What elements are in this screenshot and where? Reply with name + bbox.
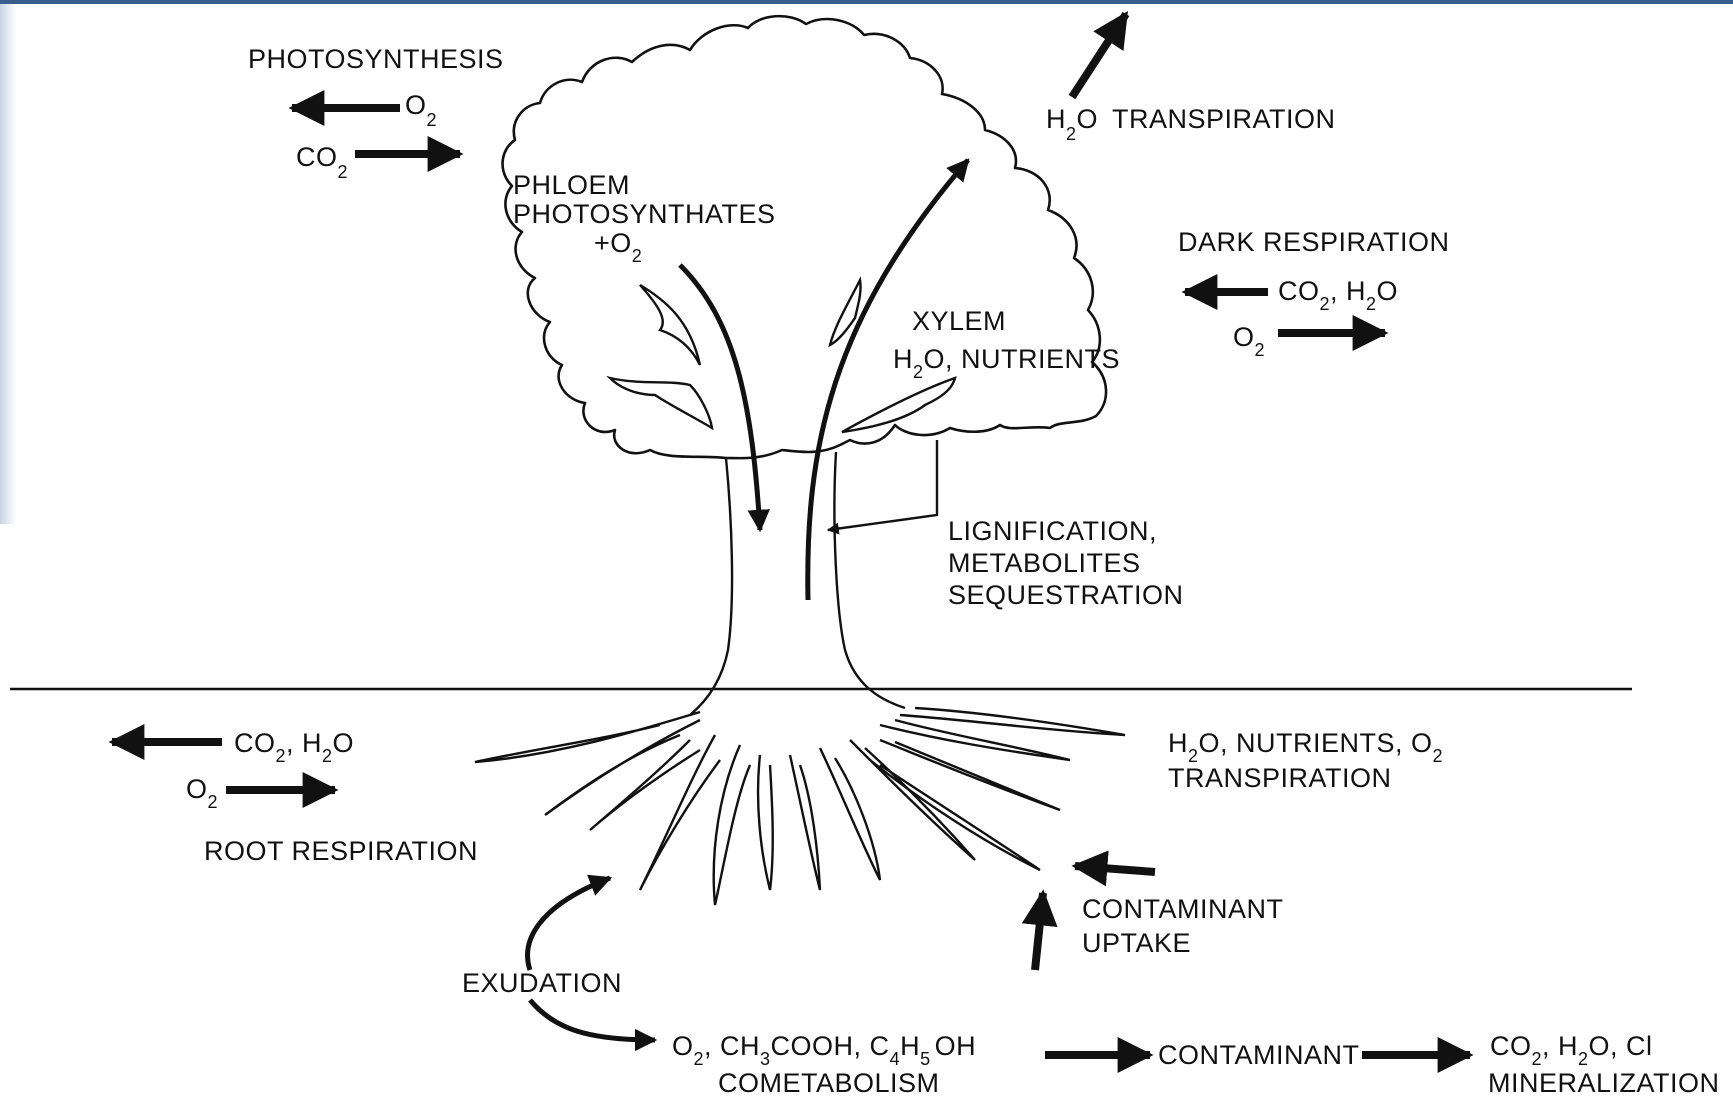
leaf-shape-4 (841, 376, 957, 434)
dark-respiration-out-label: CO2, H2O (1278, 276, 1398, 314)
lignification-line2: METABOLITES (948, 548, 1141, 578)
exudation-label: EXUDATION (462, 968, 622, 998)
tree-roots (474, 706, 1126, 906)
root-respiration-title: ROOT RESPIRATION (204, 836, 478, 866)
photosynthesis-co2-label: CO2 (296, 142, 348, 182)
mineralization-line1: CO2, H2O, Cl (1490, 1031, 1653, 1069)
phloem-photosynthates: PHOTOSYNTHATES (513, 199, 776, 229)
exudation-curve-lower (528, 998, 658, 1052)
lignification-line1: LIGNIFICATION, (948, 516, 1157, 546)
root-uptake-line2: TRANSPIRATION (1168, 763, 1392, 793)
root-uptake-line1: H2O, NUTRIENTS, O2 (1168, 728, 1443, 766)
transpiration-top-arrow (1068, 10, 1130, 100)
photosynthesis-title: PHOTOSYNTHESIS (248, 44, 504, 74)
root-respiration-in-label: O2 (186, 774, 218, 812)
contaminant-uptake-line2: UPTAKE (1082, 928, 1191, 958)
phloem-flow-arrow (678, 263, 770, 533)
tree-trunk-right (833, 451, 906, 710)
top-border-bar (0, 0, 1733, 4)
contaminant-uptake-side-arrow (1071, 850, 1156, 887)
contaminant-uptake-line1: CONTAMINANT (1082, 894, 1284, 924)
phloem-title: PHLOEM (513, 170, 630, 200)
xylem-title: XYLEM (912, 306, 1006, 336)
contaminant-uptake-up-arrow (1021, 889, 1058, 971)
xylem-label: H2O, NUTRIENTS (893, 344, 1120, 382)
tree-trunk-left (689, 457, 734, 716)
xylem-flow-arrow (805, 158, 970, 601)
mineralization-line2: MINERALIZATION (1488, 1068, 1720, 1098)
phloem-o2: +O2 (594, 228, 642, 266)
left-edge-gradient (0, 4, 16, 524)
dark-respiration-title: DARK RESPIRATION (1178, 227, 1450, 257)
photosynthesis-o2-label: O2 (405, 90, 437, 130)
leaf-shape-1 (639, 283, 702, 366)
exudation-curve-upper (525, 874, 613, 971)
cometabolism-line2: COMETABOLISM (718, 1068, 940, 1098)
leaf-shape-3 (828, 276, 862, 348)
leaf-shape-2 (606, 375, 714, 431)
contaminant-label: CONTAMINANT (1158, 1040, 1360, 1070)
root-respiration-out-label: CO2, H2O (234, 728, 354, 766)
dark-respiration-in-label: O2 (1233, 322, 1265, 360)
lignification-bracket (826, 440, 939, 535)
tree-canopy (501, 14, 1108, 460)
lignification-line3: SEQUESTRATION (948, 580, 1184, 610)
